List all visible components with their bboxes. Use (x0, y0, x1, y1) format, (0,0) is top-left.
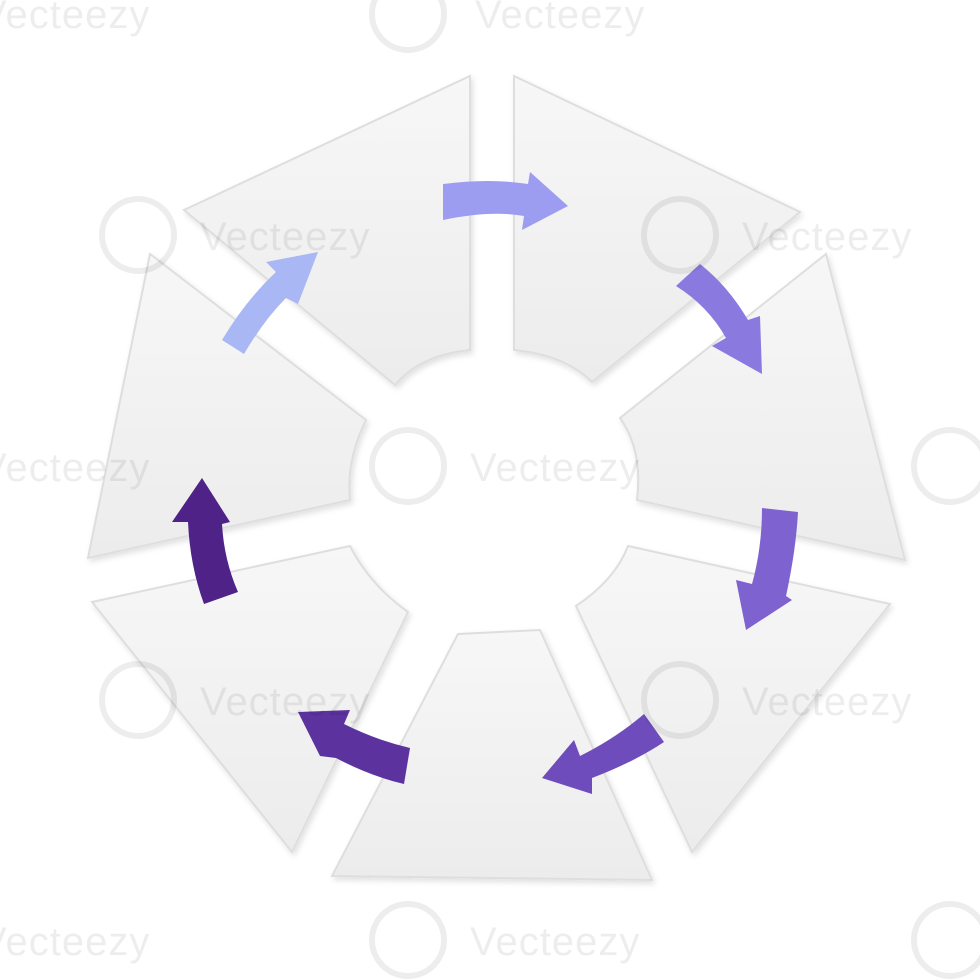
watermark-row-5: Vecteezy Vecteezy (0, 901, 980, 979)
arrow-lower-left (298, 710, 410, 784)
watermark-row-2: Vecteezy Vecteezy (99, 196, 912, 274)
watermark-logo-icon (369, 427, 447, 505)
watermark-logo-icon (641, 661, 719, 739)
watermark-logo-icon (641, 196, 719, 274)
arrow-left (172, 478, 238, 604)
arrow-upper-right (676, 264, 762, 374)
watermark-top: Vecteezy Vecteezy (0, 0, 645, 53)
arrow-upper-left (222, 252, 318, 354)
watermark-text: Vecteezy (0, 920, 150, 964)
watermark-text: Vecteezy (470, 920, 640, 964)
watermark-row-4: Vecteezy Vecteezy (99, 661, 912, 739)
watermark-logo-icon (99, 196, 177, 274)
segment-top-left (182, 74, 471, 387)
watermark-logo-icon (99, 661, 177, 739)
watermark-text: Vecteezy (475, 0, 645, 37)
watermark-text: Vecteezy (742, 680, 912, 724)
cycle-arrows (172, 172, 798, 794)
ring-segments (86, 74, 907, 882)
segment-bottom (330, 628, 654, 882)
watermark-text: Vecteezy (742, 215, 912, 259)
watermark-logo-icon (369, 0, 447, 53)
watermark-text: Vecteezy (470, 446, 640, 490)
watermark-text: Vecteezy (0, 446, 150, 490)
watermark-text: Vecteezy (200, 215, 370, 259)
segment-bottom-left (90, 544, 410, 854)
watermark-text: Vecteezy (200, 680, 370, 724)
arrow-lower-right (542, 714, 664, 794)
arrow-right (736, 508, 798, 630)
arrow-top (443, 172, 568, 230)
center-hub (362, 367, 618, 623)
watermark-logo-icon (911, 901, 980, 979)
watermark-row-3: Vecteezy Vecteezy (0, 427, 980, 505)
segment-top-right (513, 74, 802, 384)
watermark-logo-icon (911, 427, 980, 505)
segment-left (86, 252, 368, 560)
watermark-text: Vecteezy (0, 0, 150, 37)
watermark-logo-icon (369, 901, 447, 979)
